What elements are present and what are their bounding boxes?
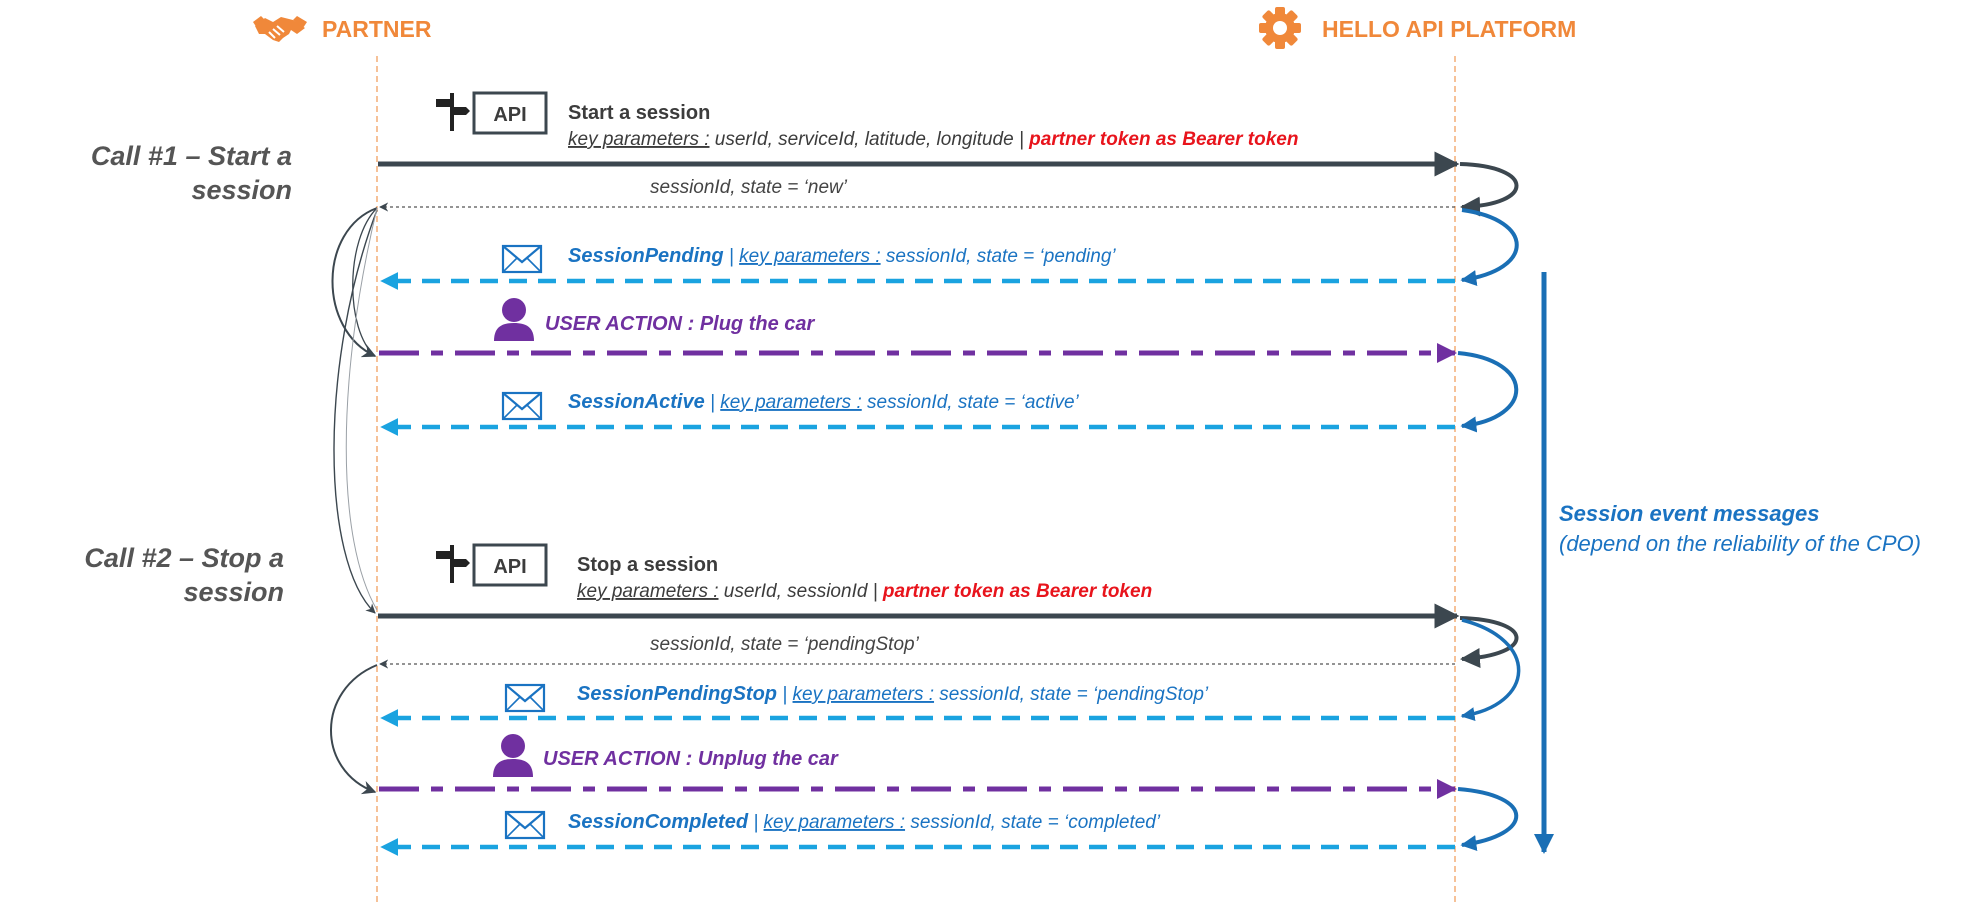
call2-event1-name: SessionPendingStop [577, 683, 777, 705]
call2-event2-name: SessionCompleted [568, 811, 749, 833]
call2-params: key parameters : userId, sessionId | par… [577, 581, 1152, 602]
partner-connector-1a [331, 207, 378, 358]
partner-connector-1b [352, 207, 378, 357]
call1-event1-values: sessionId, state = ‘pending’ [881, 246, 1117, 267]
call1-title: Start a session [568, 102, 710, 124]
partner-connector-1c [333, 209, 378, 614]
partner-header: PARTNER [253, 16, 432, 42]
call2-response-text: sessionId, state = ‘pendingStop’ [650, 634, 920, 655]
call2-processing-loop [1459, 616, 1519, 668]
handshake-icon [253, 16, 307, 42]
person-icon [494, 298, 534, 341]
call1-event2-loop [1457, 351, 1519, 433]
call1-event2-values: sessionId, state = ‘active’ [862, 392, 1080, 413]
envelope-icon [501, 244, 543, 274]
call1-label-line2: session [191, 175, 292, 205]
call2-label: Call #2 – Stop a session [84, 543, 284, 607]
partner-title: PARTNER [322, 16, 432, 42]
session-events-title: Session event messages [1559, 501, 1819, 526]
call2-event2-text: SessionCompleted | key parameters : sess… [568, 811, 1161, 833]
api-signpost-icon: API [436, 91, 548, 135]
api-label-2: API [493, 556, 526, 578]
session-events-subtitle: (depend on the reliability of the CPO) [1559, 531, 1921, 556]
call2-event2-kp-label: key parameters : [764, 812, 906, 833]
partner-connector-1d [345, 207, 378, 611]
call1-response-text: sessionId, state = ‘new’ [650, 177, 848, 198]
call1-event2-kp-label: key parameters : [720, 392, 862, 413]
call2-event2-values: sessionId, state = ‘completed’ [905, 812, 1161, 833]
call2-label-line1: Call #2 – Stop a [84, 543, 284, 573]
api-signpost-icon: API [436, 543, 548, 587]
call1-event2-text: SessionActive | key parameters : session… [568, 391, 1080, 413]
call1-event1-text: SessionPending | key parameters : sessio… [568, 245, 1116, 267]
platform-title: HELLO API PLATFORM [1322, 16, 1576, 42]
call2-event1-values: sessionId, state = ‘pendingStop’ [934, 684, 1209, 705]
call1-label: Call #1 – Start a session [91, 141, 292, 205]
partner-connector-2 [330, 664, 378, 795]
call1-auth: partner token as Bearer token [1028, 129, 1298, 150]
call1-processing-loop [1459, 162, 1519, 217]
call2-event2-loop [1457, 787, 1519, 851]
call2-label-line2: session [183, 577, 284, 607]
call1-kp-values: userId, serviceId, latitude, longitude | [710, 129, 1030, 150]
platform-header: HELLO API PLATFORM [1259, 7, 1576, 49]
call1-user-action: USER ACTION : Plug the car [545, 313, 816, 335]
api-label-1: API [493, 104, 526, 126]
call1-event1-kp-label: key parameters : [739, 246, 881, 267]
call1-kp-label: key parameters : [568, 129, 710, 150]
call1-params: key parameters : userId, serviceId, lati… [568, 129, 1298, 150]
call2-title: Stop a session [577, 554, 718, 576]
call2-event1-loop [1460, 618, 1521, 722]
envelope-icon [504, 683, 546, 713]
call1-event2-name: SessionActive [568, 391, 705, 413]
call2-auth: partner token as Bearer token [882, 581, 1152, 602]
call2-event1-kp-label: key parameters : [793, 684, 935, 705]
call1-label-line1: Call #1 – Start a [91, 141, 292, 171]
call2-kp-label: key parameters : [577, 581, 719, 602]
call2-event1-text: SessionPendingStop | key parameters : se… [577, 683, 1209, 705]
gear-icon [1259, 7, 1301, 49]
person-icon [493, 734, 533, 777]
call2-kp-values: userId, sessionId | [719, 581, 883, 602]
call1-event1-loop [1460, 208, 1519, 286]
call2-user-action: USER ACTION : Unplug the car [543, 748, 839, 770]
call1-event1-name: SessionPending [568, 245, 724, 267]
envelope-icon [501, 391, 543, 421]
envelope-icon [504, 810, 546, 840]
